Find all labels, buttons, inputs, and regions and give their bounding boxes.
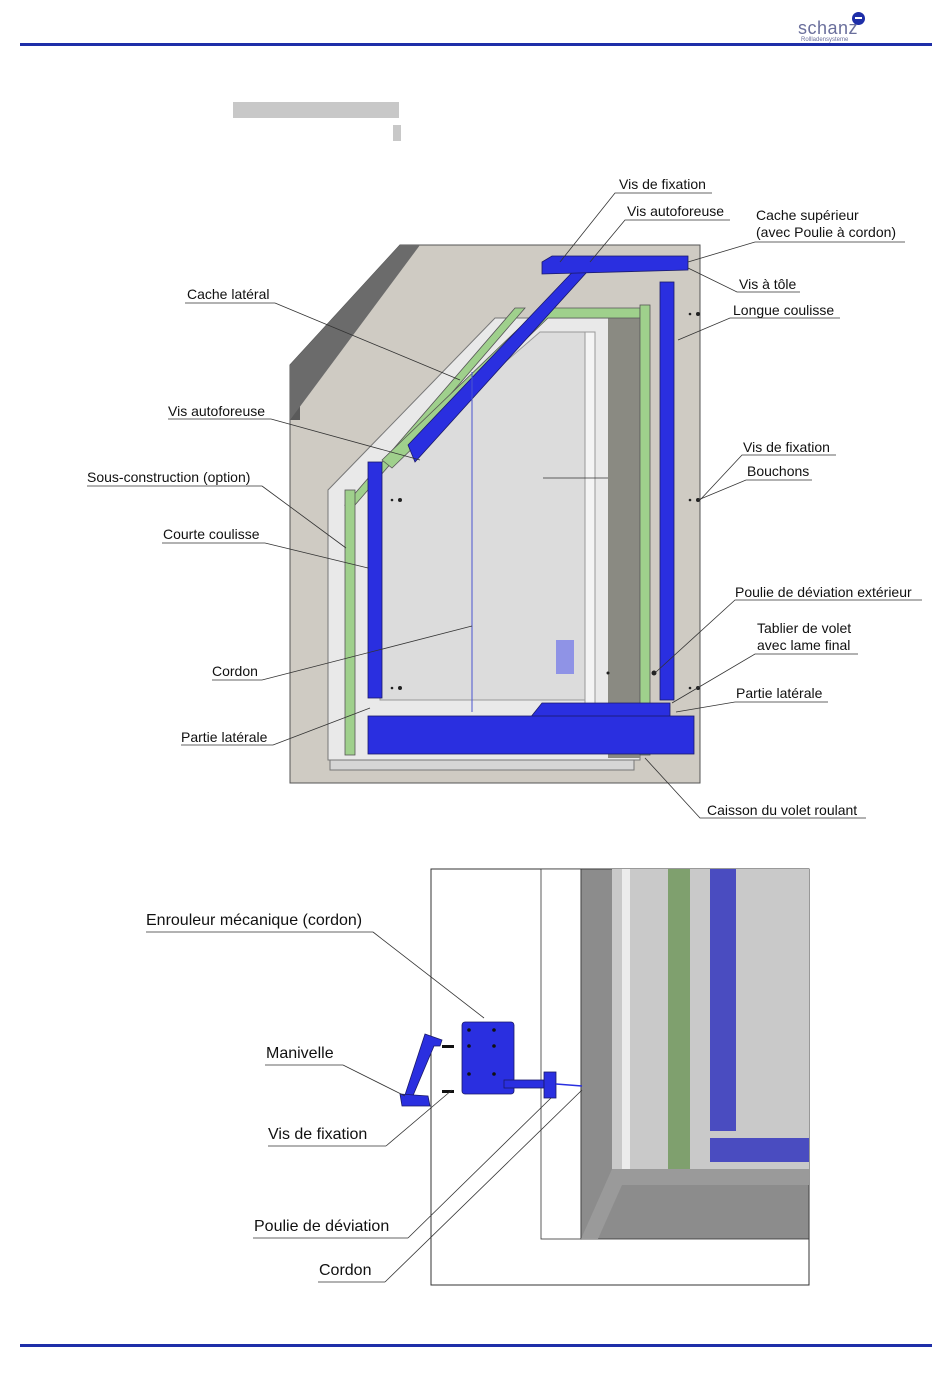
blue-long-guide <box>659 281 675 701</box>
redacted-title <box>233 102 399 118</box>
label-sous-construction: Sous-construction (option) <box>87 469 251 485</box>
green-strip-2 <box>668 869 690 1169</box>
label-poulie-exterieur: Poulie de déviation extérieur <box>735 584 912 600</box>
label-cordon-2: Cordon <box>319 1262 372 1279</box>
footer-rule <box>20 1344 932 1347</box>
label-bouchons: Bouchons <box>747 463 810 479</box>
green-right-post <box>639 304 651 756</box>
label-vis-a-tole: Vis à tôle <box>739 276 797 292</box>
label-caisson: Caisson du volet roulant <box>707 802 858 818</box>
blue-short-guide <box>367 461 383 699</box>
wall-reveal-2 <box>540 868 582 1240</box>
blue-strip-2 <box>710 869 736 1131</box>
logo-subtext: Rollladensysteme <box>801 37 849 43</box>
blue-top-cover <box>541 255 689 275</box>
screw-markers <box>390 312 700 690</box>
roller-box <box>367 715 695 755</box>
wall-top-dark <box>290 245 420 420</box>
figure-1-leaders <box>87 192 922 819</box>
label-partie-laterale-left: Partie latérale <box>181 729 268 745</box>
winder-screws <box>442 1028 496 1093</box>
label-enrouleur: Enrouleur mécanique (cordon) <box>146 912 363 929</box>
label-cache-superieur-2: (avec Poulie à cordon) <box>756 224 897 240</box>
logo-mark-icon <box>852 12 865 25</box>
company-logo: schanz Rollladensysteme <box>798 8 878 44</box>
cord-2 <box>555 1083 583 1087</box>
header-rule <box>20 43 932 46</box>
frame-right <box>584 331 596 713</box>
label-vis-fixation-top: Vis de fixation <box>619 176 706 192</box>
deflection-pulley <box>543 1071 557 1099</box>
label-longue-coulisse: Longue coulisse <box>733 302 835 318</box>
small-blue-box <box>556 640 574 674</box>
label-vis-autoforeuse-top: Vis autoforeuse <box>627 203 725 219</box>
label-cache-superieur-1: Cache supérieur <box>756 207 859 223</box>
label-courte-coulisse: Courte coulisse <box>163 526 260 542</box>
winder-box <box>461 1021 515 1095</box>
redacted-mark <box>393 125 401 141</box>
frame-2-glass-strip <box>622 869 630 1169</box>
right-reveal <box>608 318 640 758</box>
winder-shaft <box>503 1079 545 1089</box>
label-manivelle: Manivelle <box>266 1045 334 1062</box>
label-cordon: Cordon <box>212 663 258 679</box>
green-left-post <box>344 489 356 756</box>
label-partie-laterale-right: Partie latérale <box>736 685 823 701</box>
label-poulie-deviation: Poulie de déviation <box>254 1218 390 1235</box>
sill <box>329 759 635 771</box>
logo-text: schanz <box>798 18 859 38</box>
label-tablier-2: avec lame final <box>757 637 851 653</box>
label-vis-fixation-2: Vis de fixation <box>268 1126 368 1143</box>
label-cache-lateral: Cache latéral <box>187 286 270 302</box>
crank-drawing <box>399 1033 443 1107</box>
blue-base-2 <box>710 1138 809 1162</box>
frame-2-sill <box>581 1169 809 1239</box>
label-vis-fixation-right: Vis de fixation <box>743 439 830 455</box>
label-vis-autoforeuse-left: Vis autoforeuse <box>168 403 266 419</box>
label-tablier-1: Tablier de volet <box>757 620 852 636</box>
figure-2-leaders <box>146 931 583 1283</box>
